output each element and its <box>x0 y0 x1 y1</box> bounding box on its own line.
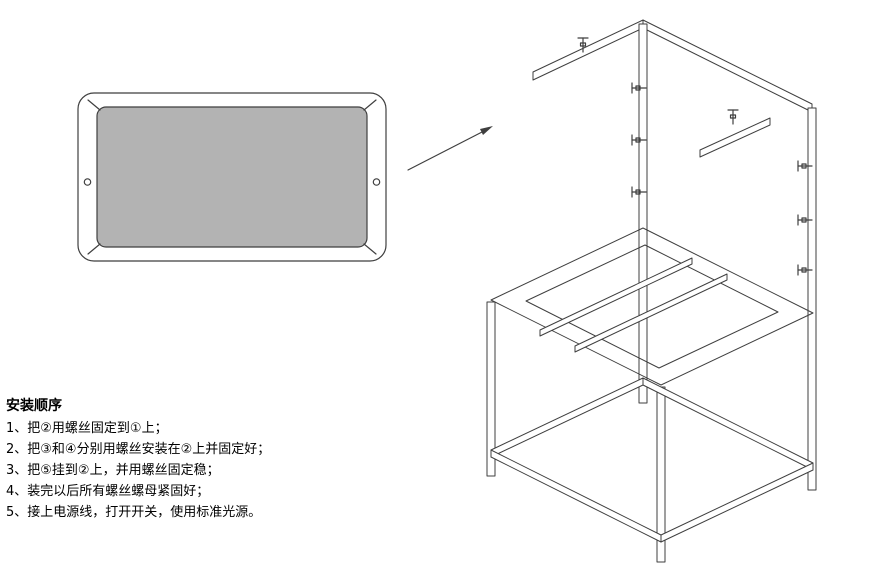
instructions-block: 安装顺序 1、把②用螺丝固定到①上； 2、把③和④分别用螺丝安装在②上并固定好；… <box>6 396 406 523</box>
instruction-step: 3、把⑤挂到②上，并用螺丝固定稳； <box>6 463 220 478</box>
bench-top-rail-left <box>532 19 644 81</box>
screw-icon <box>631 82 647 94</box>
stretcher-front-right <box>660 462 814 543</box>
bench-back-post-left <box>638 23 648 404</box>
panel-hole-left <box>83 178 92 186</box>
stretcher-left-front <box>490 449 662 543</box>
panel-hole-right <box>372 178 381 186</box>
screw-icon <box>797 214 813 226</box>
stretcher-back-right <box>642 377 814 471</box>
panel-drawing <box>77 92 387 262</box>
panel-surface <box>96 106 368 248</box>
instruction-step: 1、把②用螺丝固定到①上； <box>6 421 168 436</box>
screw-icon <box>797 160 813 172</box>
screw-icon <box>631 186 647 198</box>
bench-leg-front <box>656 386 666 563</box>
tabletop-outer-frame <box>490 227 814 386</box>
tabletop-slat-1 <box>539 257 693 337</box>
screw-icon <box>631 134 647 146</box>
tabletop-inner-frame <box>525 244 779 369</box>
stretcher-left-back <box>490 377 644 458</box>
bench-hanging-bar <box>699 117 771 158</box>
arrow-icon <box>407 126 493 171</box>
screw-icon <box>727 109 739 125</box>
bench-top-rail-right <box>642 19 813 113</box>
instructions-title: 安装顺序 <box>6 398 62 414</box>
panel-corner-miters <box>87 99 377 255</box>
screw-icon <box>577 37 589 53</box>
instruction-step: 2、把③和④分别用螺丝安装在②上并固定好； <box>6 442 271 457</box>
screw-icon <box>797 264 813 276</box>
bench-drawing <box>486 19 817 563</box>
screws-group <box>577 37 813 276</box>
tabletop-slat-2 <box>574 273 728 353</box>
instruction-step: 5、接上电源线，打开开关，使用标准光源。 <box>6 505 262 520</box>
bench-back-post-right <box>807 107 817 491</box>
bench-leg-left <box>486 301 496 477</box>
instruction-step: 4、装完以后所有螺丝螺母紧固好； <box>6 484 210 499</box>
